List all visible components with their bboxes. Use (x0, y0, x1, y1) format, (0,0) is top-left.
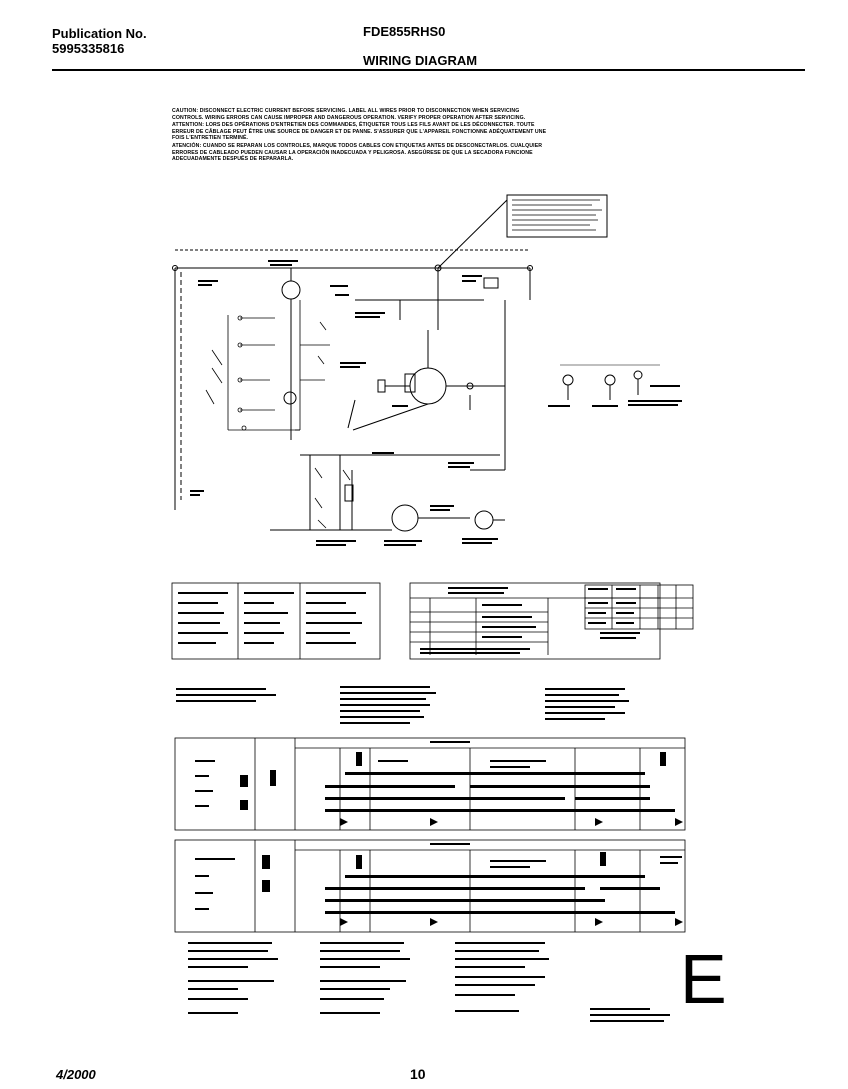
publication-number: 5995335816 (52, 41, 125, 56)
caution-spanish: ATENCIÓN: CUANDO SE REPARAN LOS CONTROLE… (172, 142, 543, 163)
model-number: FDE855RHS0 (363, 24, 446, 39)
page-title: WIRING DIAGRAM (363, 53, 478, 68)
footer-date: 4/2000 (56, 1067, 96, 1082)
caution-english: CAUTION: DISCONNECT ELECTRIC CURRENT BEF… (172, 108, 526, 121)
publication-label: Publication No. (52, 26, 147, 41)
callout-box (506, 194, 608, 238)
caution-notice: CAUTION: DISCONNECT ELECTRIC CURRENT BEF… (172, 108, 552, 164)
header-rule (52, 69, 805, 71)
page-number: 10 (410, 1066, 426, 1082)
caution-french: ATTENTION: LORS DES OPÉRATIONS D'ENTRETI… (172, 122, 547, 142)
side-letter: E (680, 940, 727, 1018)
